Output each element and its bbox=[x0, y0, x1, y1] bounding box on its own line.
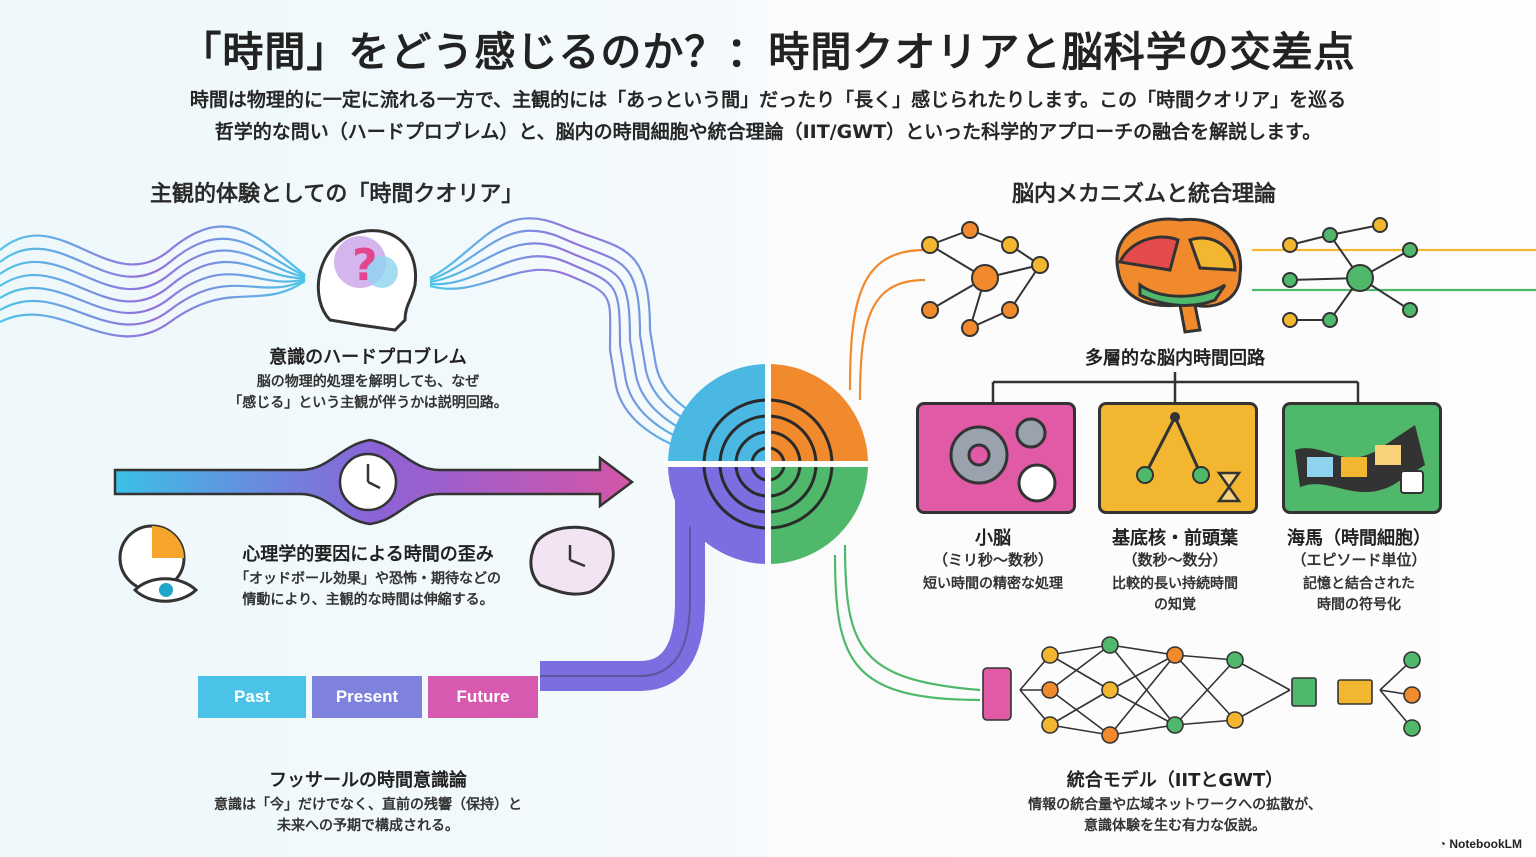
page-title: 「時間」をどう感じるのか？：時間クオリアと脳科学の交差点 bbox=[180, 28, 1356, 76]
distortion-desc: 「オッドボール効果」や恐怖・期待などの 情動により、主観的な時間は伸縮する。 bbox=[188, 569, 548, 611]
network-left bbox=[921, 221, 1049, 337]
distortion-line-1: 「オッドボール効果」や恐怖・期待などの bbox=[235, 571, 501, 587]
pendulum-icon bbox=[1136, 412, 1242, 503]
cerebellum-panel bbox=[916, 402, 1076, 514]
hippocampus-desc: 記憶と結合された 時間の符号化 bbox=[1259, 574, 1459, 616]
integration-model-title: 統合モデル（IITとGWT） bbox=[1066, 770, 1284, 791]
hippocampus-name: 海馬（時間細胞） bbox=[1287, 528, 1431, 549]
cerebellum-desc: 短い時間の精密な処理 bbox=[923, 576, 1063, 592]
timeline-past: Past bbox=[198, 676, 306, 718]
timeline-future: Future bbox=[428, 676, 538, 718]
notebooklm-logo-icon: ◔ bbox=[1438, 837, 1450, 851]
circuit-bracket bbox=[991, 372, 1360, 402]
film-strip-icon bbox=[1295, 425, 1425, 494]
brain-icon bbox=[1115, 217, 1243, 334]
husserl-desc: 意識は「今」だけでなく、直前の残響（保持）と 未来への予期で構成される。 bbox=[168, 795, 568, 837]
distortion-title: 心理学的要因による時間の歪み bbox=[242, 544, 494, 565]
hard-problem-desc: 脳の物理的処理を解明しても、なぜ 「感じる」という主観が伴うかは説明回路。 bbox=[188, 372, 548, 414]
husserl-line-1: 意識は「今」だけでなく、直前の残響（保持）と bbox=[214, 797, 522, 813]
page-subtitle: 時間は物理的に一定に流れる一方で、主観的には「あっという間」だったり「長く」感じ… bbox=[60, 84, 1476, 148]
hippocampus-range: （エピソード単位） bbox=[1291, 551, 1427, 569]
central-circuit bbox=[664, 360, 872, 568]
hippocampus-panel bbox=[1282, 402, 1442, 514]
integration-model-line-2: 意識体験を生む有力な仮説。 bbox=[1084, 818, 1266, 834]
basal-desc-line-2: の知覚 bbox=[1154, 597, 1196, 613]
left-section-heading: 主観的体験としての「時間クオリア」 bbox=[150, 182, 524, 207]
husserl-title: フッサールの時間意識論 bbox=[269, 770, 467, 791]
integration-model-line-1: 情報の統合量や広域ネットワークへの拡散が、 bbox=[1028, 797, 1322, 813]
network-bottom bbox=[982, 636, 1421, 744]
circuit-title: 多層的な脳内時間回路 bbox=[1085, 348, 1265, 369]
timeline-present: Present bbox=[312, 676, 422, 718]
head-question-icon: ? bbox=[316, 229, 418, 332]
time-arrow bbox=[113, 438, 635, 526]
gear-icon bbox=[949, 417, 1057, 503]
basal-desc: 比較的長い持続時間 の知覚 bbox=[1075, 574, 1275, 616]
hard-problem-line-2: 「感じる」という主観が伴うかは説明回路。 bbox=[228, 395, 508, 411]
right-connectors bbox=[833, 248, 1536, 702]
subtitle-line-2: 哲学的な問い（ハードプロブレム）と、脳内の時間細胞や統合理論（IIT/GWT）と… bbox=[214, 121, 1322, 143]
clock-eye-icon bbox=[118, 524, 199, 603]
notebooklm-brand: ◔ NotebookLM bbox=[1439, 837, 1522, 851]
cerebellum-range: （ミリ秒〜数秒） bbox=[932, 551, 1053, 569]
network-right bbox=[1282, 217, 1418, 328]
hard-problem-title: 意識のハードプロブレム bbox=[269, 347, 467, 368]
basal-ganglia-panel bbox=[1098, 402, 1258, 514]
distortion-line-2: 情動により、主観的な時間は伸縮する。 bbox=[242, 592, 494, 608]
hippocampus-desc-line-1: 記憶と結合された bbox=[1303, 576, 1415, 592]
basal-desc-line-1: 比較的長い持続時間 bbox=[1112, 576, 1238, 592]
basal-range: （数秒〜数分） bbox=[1122, 551, 1228, 569]
melting-clock-icon bbox=[529, 525, 615, 596]
wave-ribbon-left bbox=[0, 225, 306, 338]
subtitle-line-1: 時間は物理的に一定に流れる一方で、主観的には「あっという間」だったり「長く」感じ… bbox=[189, 89, 1347, 111]
svg-text:?: ? bbox=[352, 240, 378, 291]
basal-name: 基底核・前頭葉 bbox=[1112, 528, 1238, 549]
integration-model-desc: 情報の統合量や広域ネットワークへの拡散が、 意識体験を生む有力な仮説。 bbox=[975, 795, 1375, 837]
cerebellum-name: 小脳 bbox=[975, 528, 1011, 549]
wave-ribbon-right bbox=[429, 217, 731, 456]
hippocampus-desc-line-2: 時間の符号化 bbox=[1317, 597, 1401, 613]
right-section-heading: 脳内メカニズムと統合理論 bbox=[1012, 182, 1277, 207]
hard-problem-line-1: 脳の物理的処理を解明しても、なぜ bbox=[256, 374, 480, 390]
brand-label: NotebookLM bbox=[1449, 837, 1522, 851]
timeline-band bbox=[540, 500, 705, 691]
husserl-line-2: 未来への予期で構成される。 bbox=[277, 818, 459, 834]
